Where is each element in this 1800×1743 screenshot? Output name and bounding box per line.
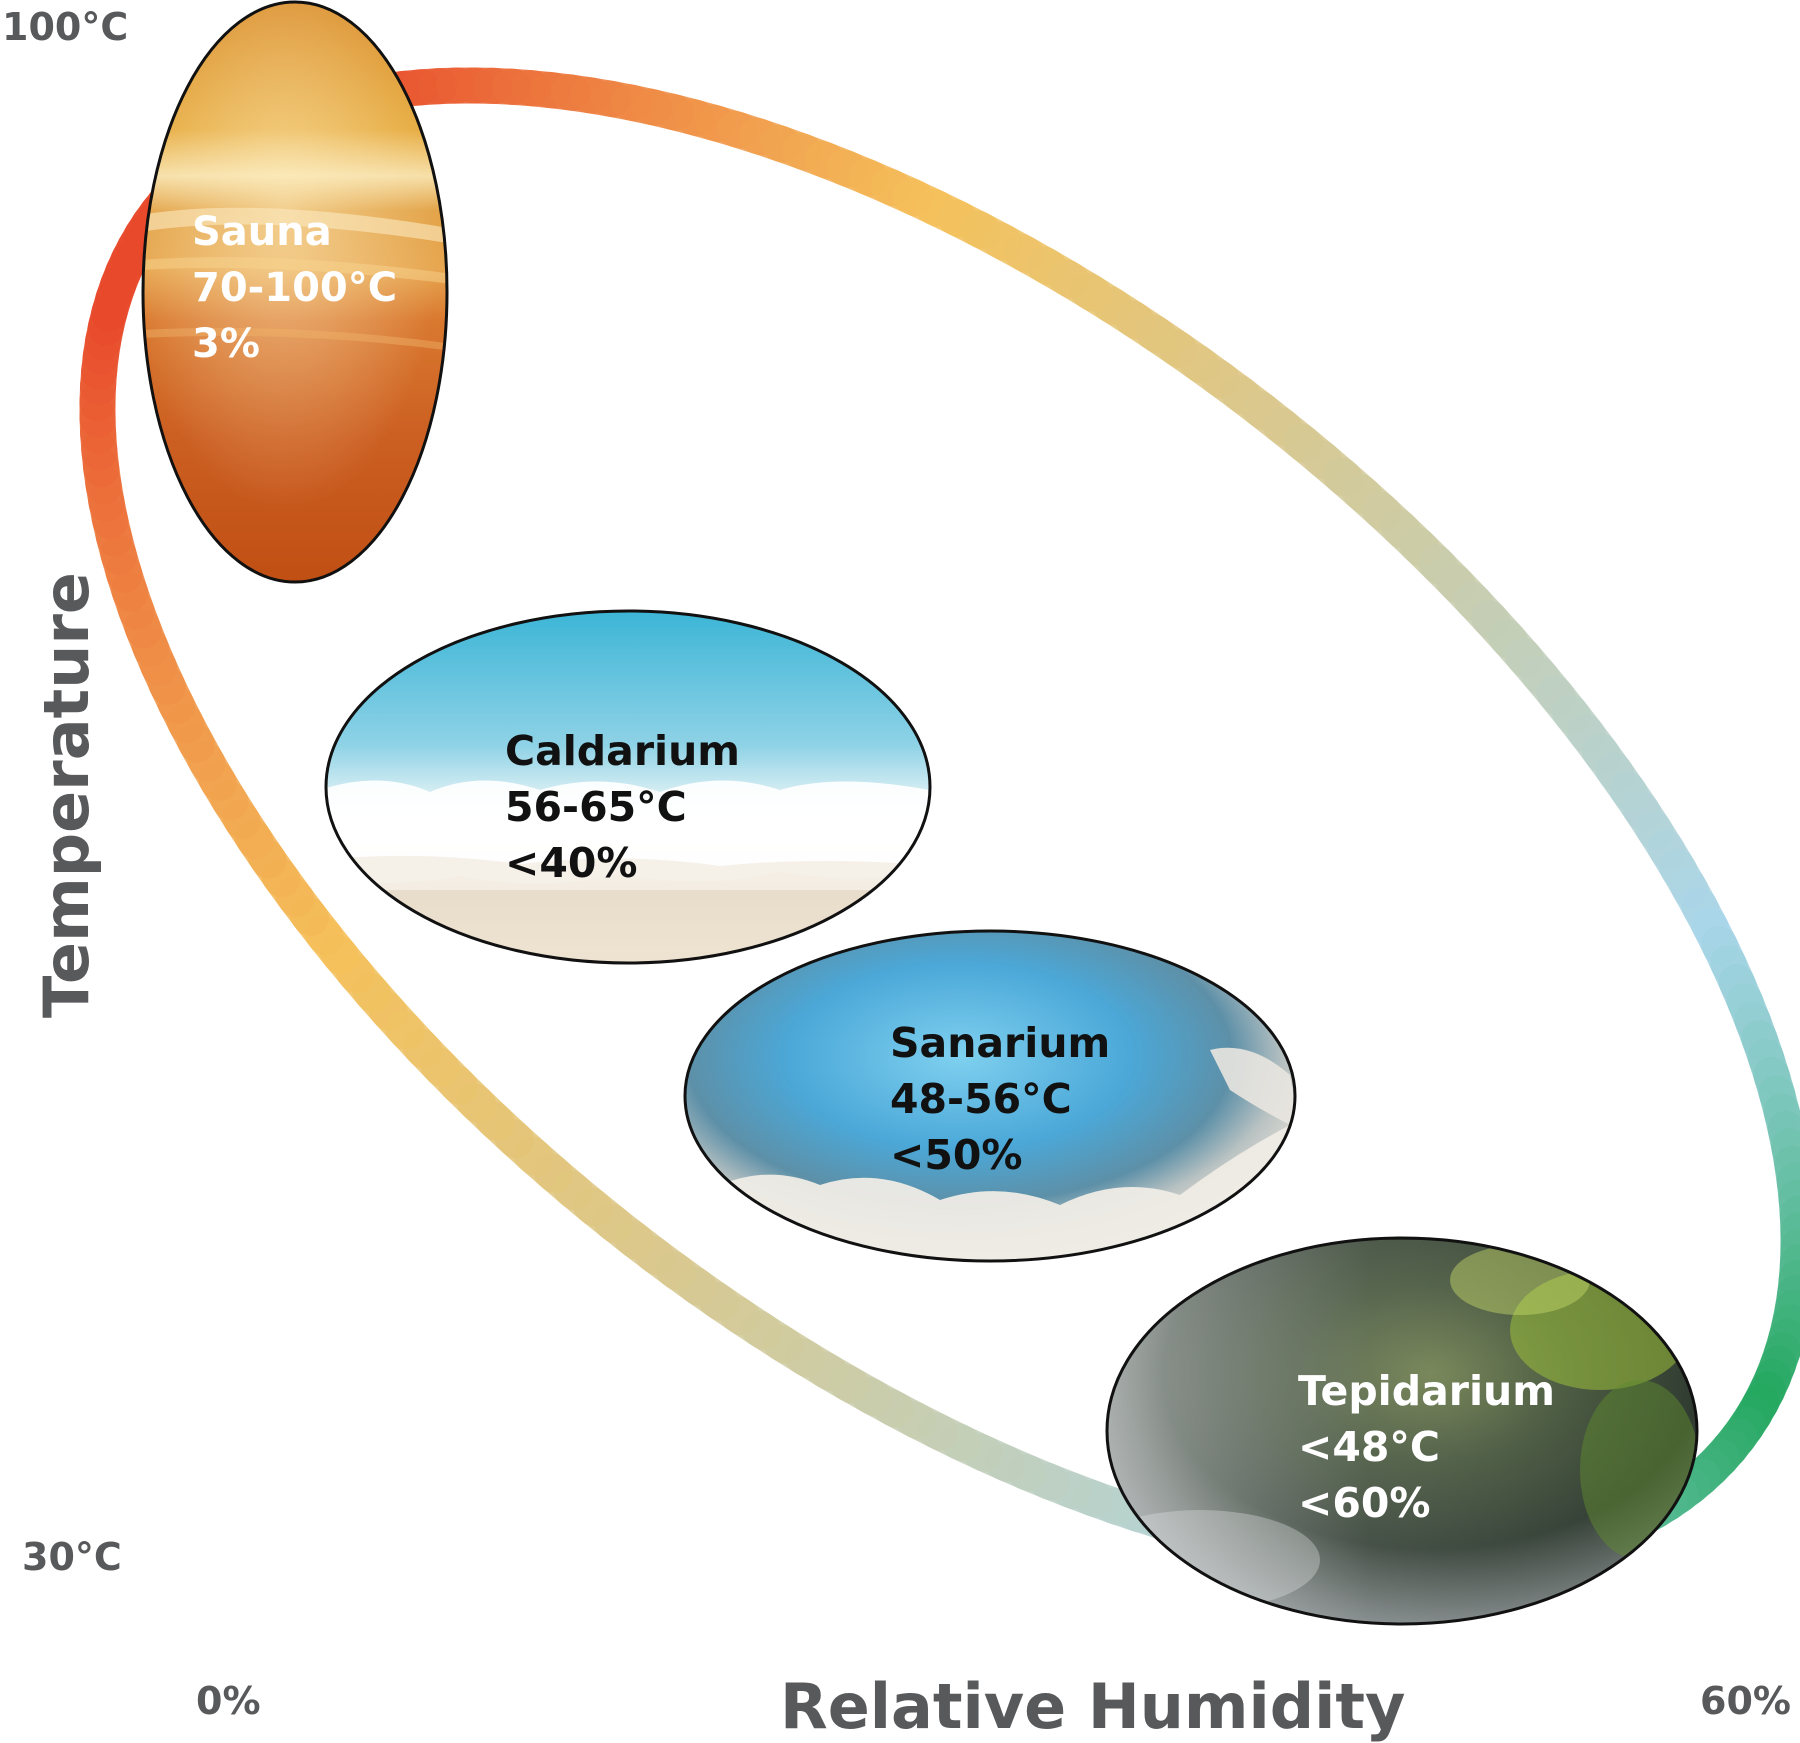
sauna-temperature: 70-100°C [192,265,397,311]
caldarium-humidity: <40% [505,839,638,887]
y-min-label: 30°C [22,1535,122,1579]
sanarium-label: Sanarium 48-56°C <50% [890,1019,1110,1179]
tepidarium-name: Tepidarium [1298,1367,1555,1415]
sanarium-crust [700,1047,1295,1261]
sauna-texture [143,2,447,582]
caldarium-foam [326,780,930,890]
tepidarium-foliage [1107,1240,1697,1624]
sanarium-zone: Sanarium 48-56°C <50% [683,929,1297,1263]
caldarium-zone: Caldarium 56-65°C <40% [324,609,932,965]
sanarium-humidity: <50% [890,1131,1023,1179]
sauna-humidity: 3% [192,321,260,367]
y-max-label: 100°C [2,5,128,49]
caldarium-label: Caldarium 56-65°C <40% [505,727,740,887]
tepidarium-zone: Tepidarium <48°C <60% [1105,1236,1699,1626]
sauna-name: Sauna [192,209,332,255]
x-axis-title: Relative Humidity [780,1670,1405,1743]
x-max-label: 60% [1700,1679,1791,1723]
tepidarium-label: Tepidarium <48°C <60% [1298,1367,1555,1527]
tepidarium-humidity: <60% [1298,1479,1431,1527]
y-axis-title: Temperature [30,572,103,1018]
sauna-zone: Sauna 70-100°C 3% [141,0,449,584]
caldarium-temperature: 56-65°C [505,783,687,831]
sanarium-temperature: 48-56°C [890,1075,1072,1123]
tepidarium-temperature: <48°C [1298,1423,1440,1471]
sauna-label: Sauna 70-100°C 3% [192,209,397,367]
caldarium-name: Caldarium [505,727,740,775]
sanarium-ellipse [685,931,1295,1261]
sanarium-name: Sanarium [890,1019,1110,1067]
x-min-label: 0% [196,1679,261,1723]
